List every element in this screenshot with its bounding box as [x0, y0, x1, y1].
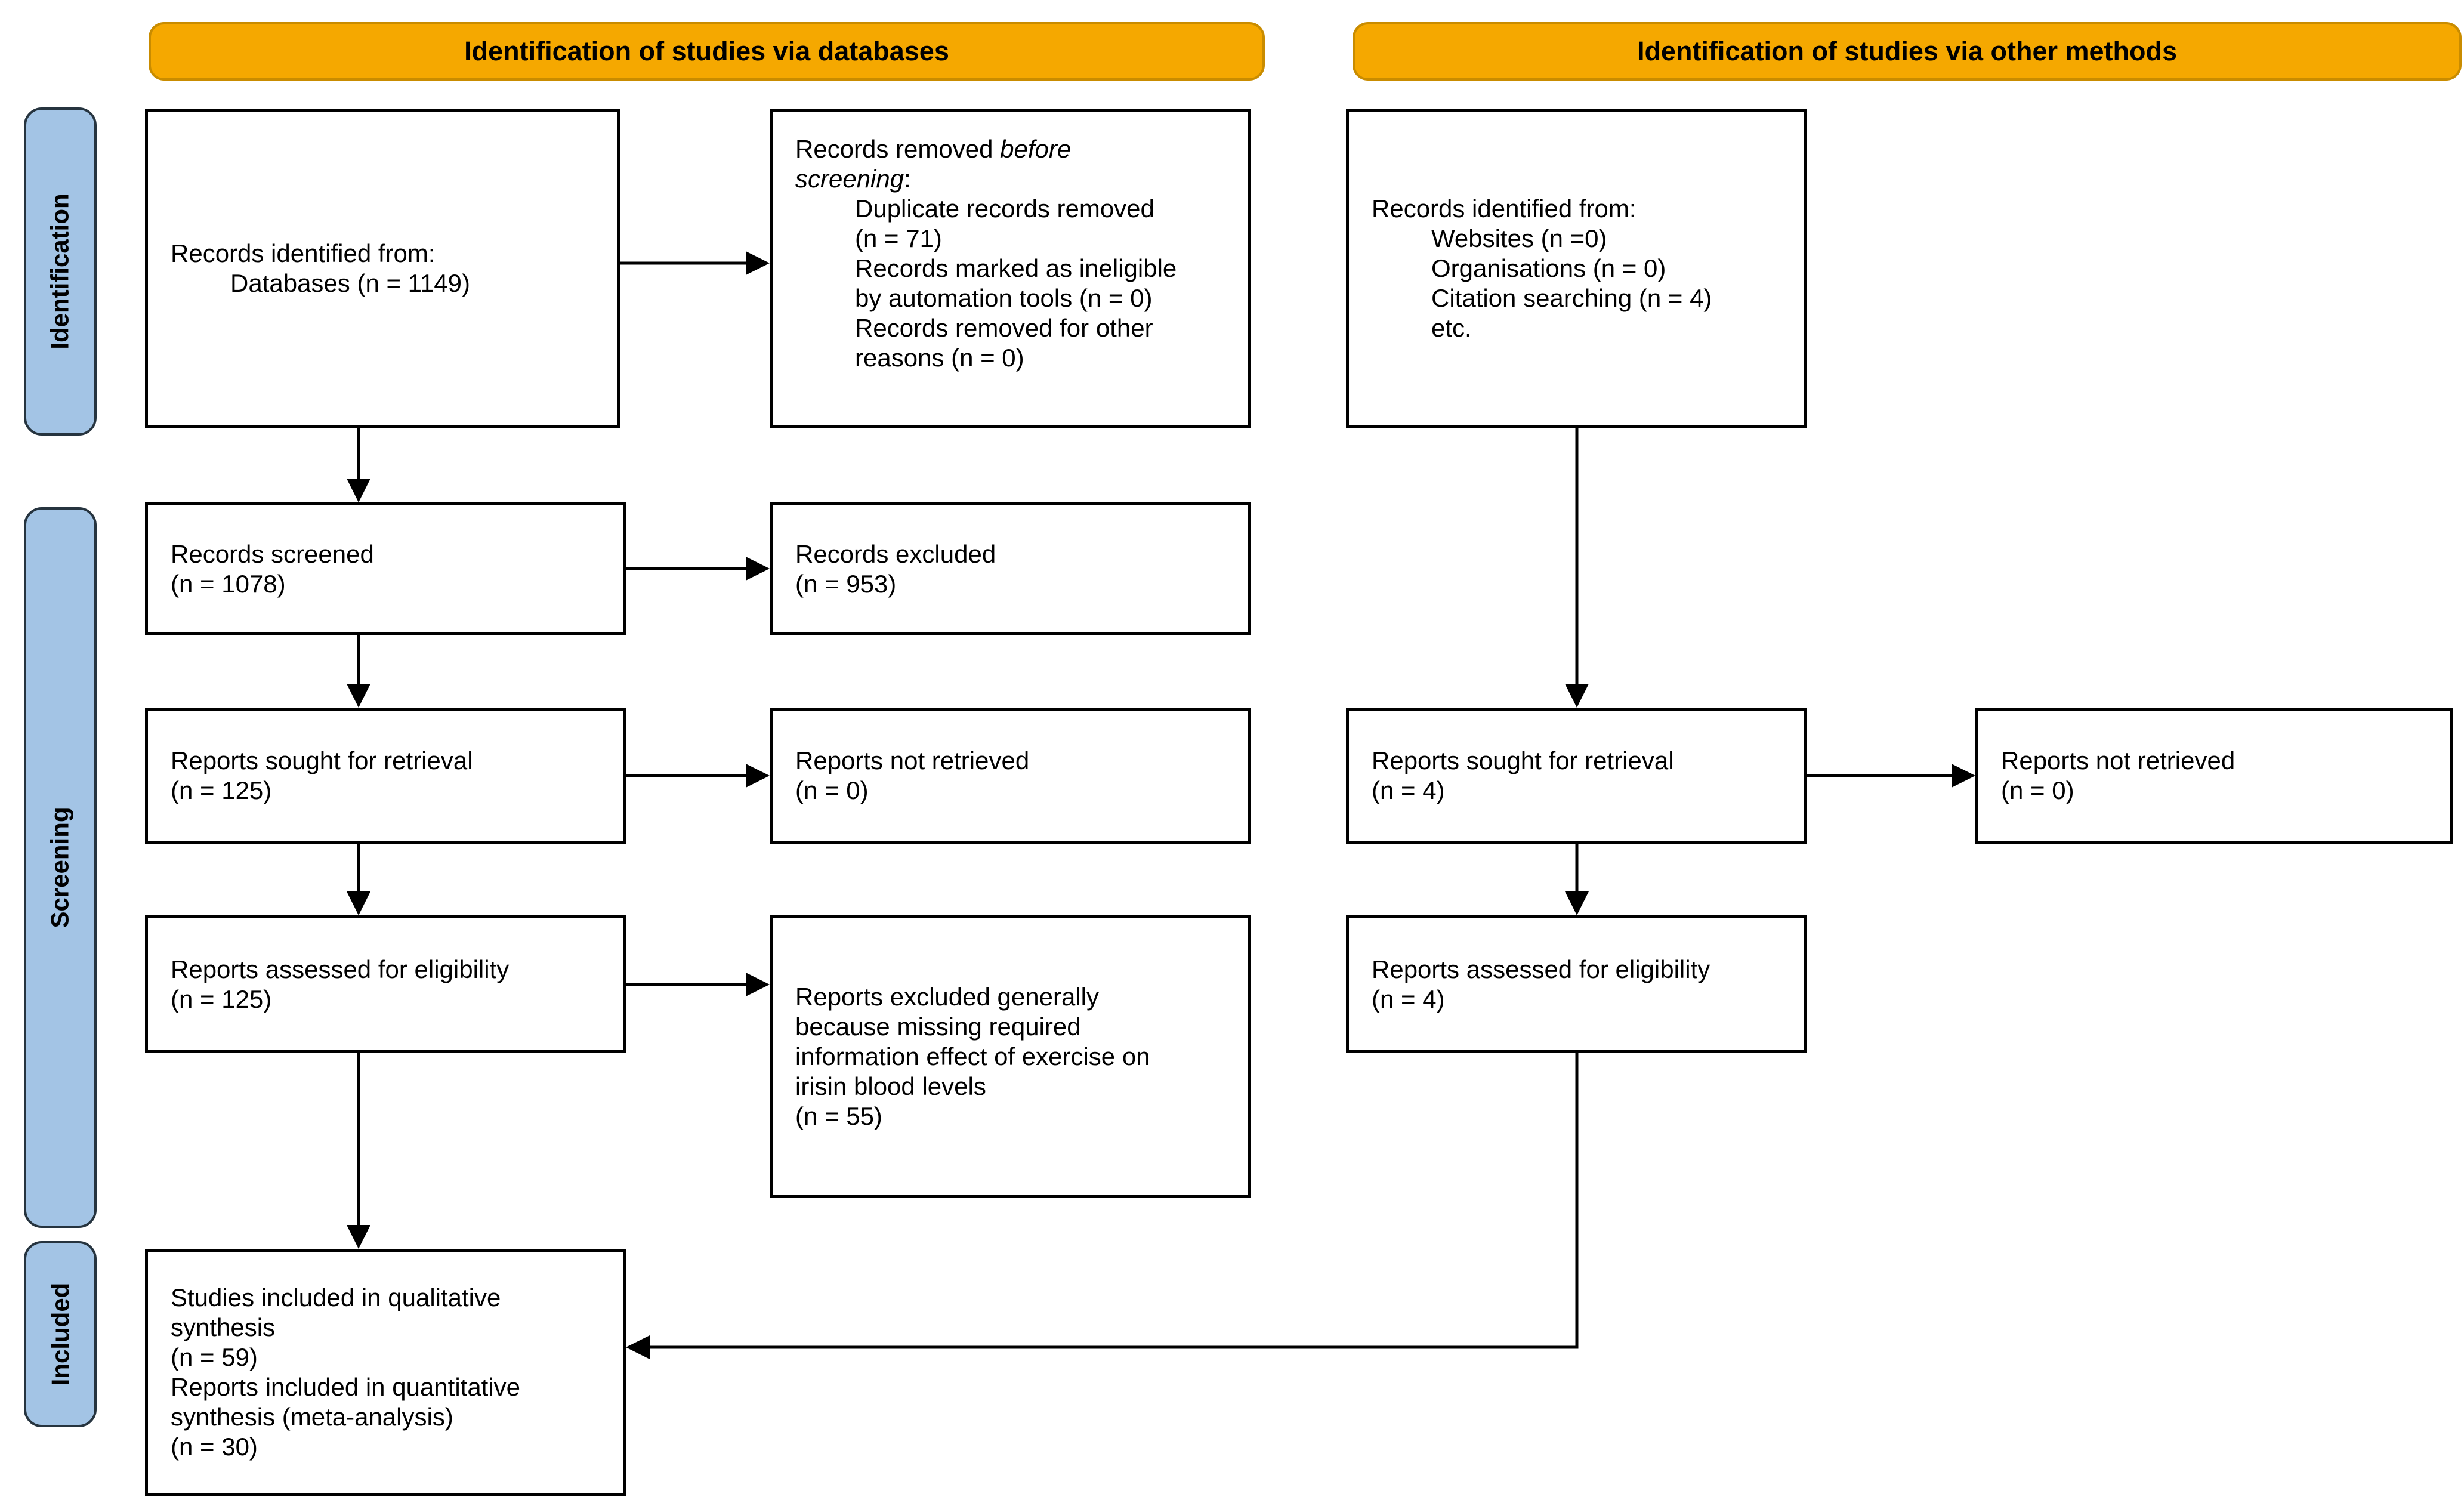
box-text-line: reasons (n = 0) — [855, 344, 1024, 372]
box-text-line: Reports not retrieved — [2001, 746, 2235, 774]
box-text-line: Records removed before — [795, 135, 1072, 163]
box-text-line: Records identified from: — [171, 239, 436, 267]
sidebar-screening-label: Screening — [46, 807, 75, 928]
box-reports-not-retrieved-other-methods: Reports not retrieved(n = 0) — [1975, 708, 2453, 844]
box-text-line: (n = 30) — [171, 1433, 258, 1461]
box-text-line: (n = 4) — [1372, 776, 1445, 804]
sidebar-included: Included — [24, 1241, 97, 1427]
sidebar-identification: Identification — [24, 107, 97, 436]
box-text-line: (n = 0) — [795, 776, 869, 804]
box-text-line: Records marked as ineligible — [855, 254, 1177, 282]
box-reports-assessed-databases: Reports assessed for eligibility(n = 125… — [145, 915, 626, 1053]
box-text-line: (n = 59) — [171, 1343, 258, 1371]
box-text-line: Reports excluded generally — [795, 983, 1099, 1011]
box-text-line: information effect of exercise on — [795, 1042, 1150, 1070]
box-reports-assessed-other-methods: Reports assessed for eligibility(n = 4) — [1346, 915, 1807, 1053]
box-text-line: synthesis (meta-analysis) — [171, 1403, 453, 1431]
header-databases: Identification of studies via databases — [149, 22, 1265, 81]
box-reports-sought-databases: Reports sought for retrieval(n = 125) — [145, 708, 626, 844]
box-text-line: Reports included in quantitative — [171, 1373, 521, 1401]
box-text-line: Reports sought for retrieval — [171, 746, 473, 774]
box-text-line: (n = 55) — [795, 1102, 882, 1130]
box-text-line: Citation searching (n = 4) — [1431, 283, 1712, 312]
sidebar-included-label: Included — [46, 1282, 74, 1386]
box-text-line: Reports assessed for eligibility — [171, 955, 510, 983]
box-text-line: (n = 125) — [171, 776, 272, 804]
box-text-line: (n = 0) — [2001, 776, 2074, 804]
box-text-line: Websites (n =0) — [1431, 224, 1607, 252]
box-records-identified-databases: Records identified from:Databases (n = 1… — [145, 109, 620, 428]
box-text-line: synthesis — [171, 1313, 276, 1341]
header-databases-label: Identification of studies via databases — [464, 36, 949, 66]
box-text-line: irisin blood levels — [795, 1072, 986, 1100]
box-text-line: (n = 953) — [795, 569, 897, 598]
box-text-line: Records screened — [171, 539, 374, 568]
header-other-methods-label: Identification of studies via other meth… — [1637, 36, 2178, 66]
box-text-line: by automation tools (n = 0) — [855, 284, 1153, 312]
box-text-line: Organisations (n = 0) — [1431, 254, 1666, 282]
box-text-line: etc. — [1431, 313, 1472, 342]
box-text-line: Reports assessed for eligibility — [1372, 955, 1710, 983]
box-text-line: (n = 1078) — [171, 569, 286, 598]
box-text-line: (n = 71) — [855, 224, 942, 252]
box-reports-not-retrieved-databases: Reports not retrieved(n = 0) — [770, 708, 1251, 844]
box-text-line: Reports not retrieved — [795, 746, 1030, 774]
box-text-line: (n = 4) — [1372, 985, 1445, 1013]
box-records-screened: Records screened(n = 1078) — [145, 502, 626, 635]
box-records-identified-other-methods: Records identified from:Websites (n =0)O… — [1346, 109, 1807, 428]
box-text-line: Studies included in qualitative — [171, 1283, 501, 1311]
box-text-line: because missing required — [795, 1013, 1081, 1041]
sidebar-identification-label: Identification — [46, 193, 74, 350]
box-text-line: Records identified from: — [1372, 194, 1637, 223]
sidebar-screening: Screening — [24, 507, 97, 1228]
box-text-line: Duplicate records removed — [855, 195, 1154, 223]
box-records-excluded: Records excluded(n = 953) — [770, 502, 1251, 635]
box-text-line: Records excluded — [795, 539, 996, 568]
box-text-line: screening: — [795, 165, 911, 193]
header-other-methods: Identification of studies via other meth… — [1353, 22, 2462, 81]
box-text-line: (n = 125) — [171, 985, 272, 1013]
box-text-line: Databases (n = 1149) — [230, 269, 470, 297]
box-text-line: Records removed for other — [855, 314, 1153, 342]
box-text-line: Reports sought for retrieval — [1372, 746, 1674, 774]
box-reports-sought-other-methods: Reports sought for retrieval(n = 4) — [1346, 708, 1807, 844]
